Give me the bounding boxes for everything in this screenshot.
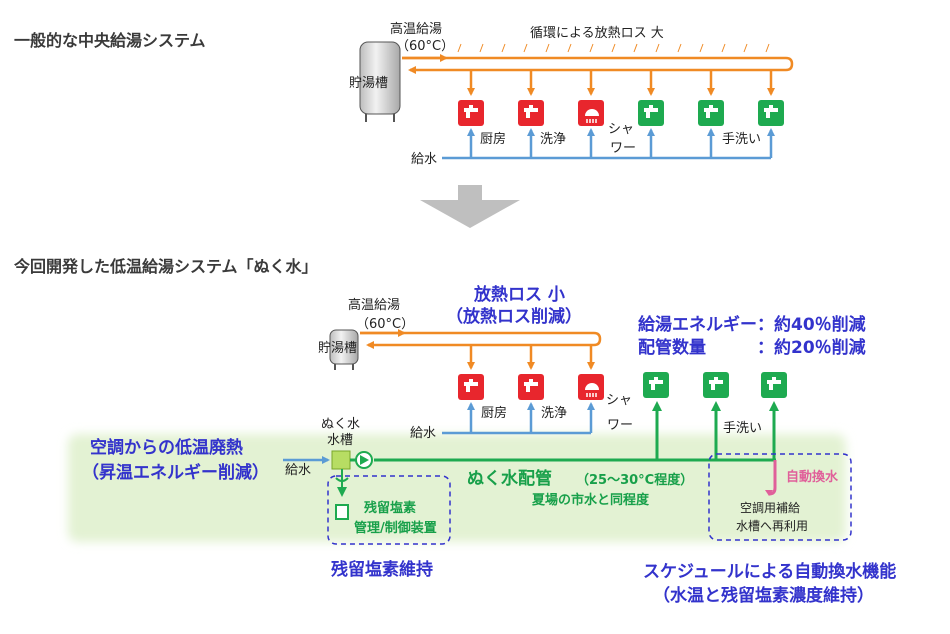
small-tank-icon (329, 329, 359, 370)
top-water-supply-label: 給水 (411, 152, 437, 167)
faucet-icon (758, 100, 784, 126)
top-fixtures (458, 100, 784, 126)
top-title: 一般的な中央給湯システム (14, 31, 206, 50)
schedule-label-1: スケジュールによる自動換水機能 (643, 561, 896, 582)
piping-reduction-label: 配管数量 ：約20％削減 (638, 337, 866, 358)
heat-loss-marks (457, 43, 770, 53)
bottom-handwash-label: 手洗い (723, 421, 762, 436)
waste-heat-label-2: （昇温エネルギー削減） (82, 462, 269, 483)
faucet-icon (643, 372, 669, 398)
waste-heat-label-1: 空調からの低温廃熱 (90, 437, 243, 458)
faucet-icon (703, 372, 729, 398)
bottom-title: 今回開発した低温給湯システム「ぬく水」 (13, 257, 318, 276)
top-hot-loop (402, 54, 794, 74)
reuse-label-2: 水槽へ再利用 (736, 519, 808, 533)
schedule-label-2: （水温と残留塩素濃度維持） (653, 585, 874, 606)
top-wash-label: 洗浄 (540, 132, 566, 147)
transition-arrow-icon (420, 185, 520, 228)
faucet-icon (638, 100, 664, 126)
drain-pipe-icon (765, 460, 777, 496)
chlorine-device-label-1: 残留塩素 (364, 500, 416, 516)
bottom-wash-label: 洗浄 (541, 406, 567, 421)
chlorine-device-label-2: 管理/制御装置 (354, 520, 437, 536)
bottom-fixtures (458, 372, 787, 400)
bottom-hot-loop (360, 329, 602, 370)
left-water-supply-label: 給水 (285, 463, 311, 478)
bottom-tank-label: 貯湯槽 (318, 341, 357, 356)
nukumizu-tank-label-2: 水槽 (327, 433, 353, 448)
faucet-icon (518, 100, 544, 126)
top-cold-supply (442, 128, 775, 160)
faucet-icon (761, 372, 787, 398)
bottom-loss-label-1: 放熱ロス 小 (473, 284, 565, 305)
bottom-hot-supply-label: 高温給湯 (348, 297, 400, 313)
nukumizu-pipe-label: ぬく水配管 (467, 468, 552, 489)
nukumizu-pipe-temp: （25～30°C程度） (576, 472, 693, 488)
bottom-kitchen-label: 厨房 (481, 405, 507, 421)
chlorine-keep-label: 残留塩素維持 (331, 559, 433, 580)
chlorine-control-box (327, 475, 451, 545)
nukumizu-tank-label-1: ぬく水 (321, 417, 360, 432)
top-kitchen-label: 厨房 (480, 131, 506, 147)
auto-change-label: 自動換水 (786, 469, 839, 485)
pump-icon (355, 451, 373, 469)
reuse-label-1: 空調用補給 (740, 501, 800, 515)
storage-tank-icon (359, 41, 401, 122)
auto-change-box (708, 453, 852, 541)
shower-icon (578, 100, 604, 126)
faucet-icon (518, 374, 544, 400)
faucet-icon (458, 100, 484, 126)
top-hot-supply-label: 高温給湯 (390, 21, 442, 37)
top-handwash-label: 手洗い (722, 132, 761, 147)
nukumizu-pipe (374, 401, 779, 462)
energy-reduction-label: 給湯エネルギー：約40％削減 (638, 314, 866, 335)
faucet-icon (458, 374, 484, 400)
top-hot-branches (467, 70, 775, 96)
top-loss-label: 循環による放熱ロス 大 (530, 26, 664, 41)
faucet-icon (698, 100, 724, 126)
bottom-shower-label-2: ワー (607, 418, 633, 433)
top-shower-label-2: ワー (610, 141, 636, 156)
bottom-hot-temp-label: （60°C） (356, 317, 414, 332)
summer-temp-note: 夏場の市水と同程度 (531, 492, 650, 508)
top-tank-label: 貯湯槽 (349, 76, 388, 91)
bottom-cold-supply (283, 402, 595, 464)
bottom-loss-label-2: （放熱ロス削減） (446, 306, 582, 327)
shower-icon (578, 374, 604, 400)
bottom-shower-label-1: シャ (606, 393, 632, 408)
bottom-water-supply-label: 給水 (410, 426, 436, 441)
top-hot-temp-label: （60°C） (396, 39, 454, 54)
nukumizu-tank-icon (331, 450, 356, 520)
top-shower-label-1: シャ (608, 122, 634, 137)
